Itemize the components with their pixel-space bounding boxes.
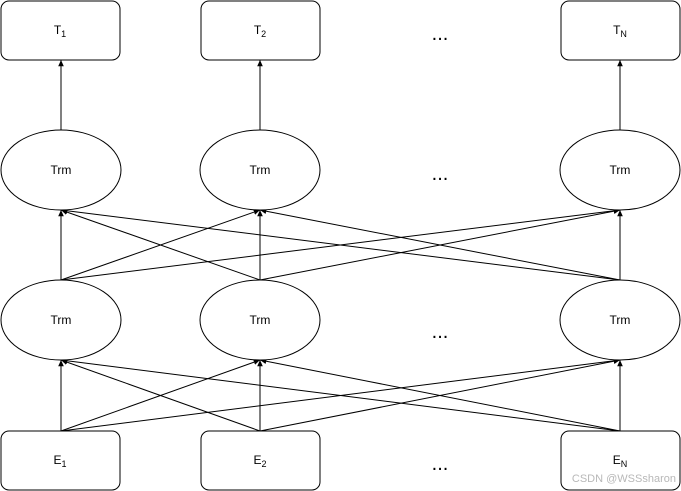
lower-trm-layer: Trm Trm ... Trm <box>0 279 681 361</box>
output-box-tn <box>560 0 681 61</box>
trm-lower-1 <box>0 279 122 361</box>
watermark: CSDN @WSSsharon <box>572 473 676 485</box>
edges-upper-trm-to-outputs <box>58 60 623 130</box>
edge-lowern-upper1 <box>60 208 621 281</box>
trm-lower-n <box>559 279 681 361</box>
output-box-t1 <box>0 0 121 61</box>
edges-embeddings-to-lower-trm <box>58 358 623 432</box>
edges-lower-trm-to-upper-trm <box>58 208 623 281</box>
output-ellipsis: ... <box>432 23 449 45</box>
trm-lower-n-label: Trm <box>610 313 631 327</box>
trm-upper-2-label: Trm <box>250 163 271 177</box>
input-label-en: EN <box>613 453 628 469</box>
input-node-e2: E2 <box>200 430 321 491</box>
output-row: T1 T2 ... TN <box>0 0 681 61</box>
input-label-e1: E1 <box>53 453 66 469</box>
lower-trm-ellipsis: ... <box>432 321 449 343</box>
output-label-t1: T1 <box>54 23 66 39</box>
trm-upper-n <box>559 129 681 211</box>
output-node-t1: T1 <box>0 0 121 61</box>
output-label-t2: T2 <box>254 23 266 39</box>
trm-upper-1 <box>0 129 122 211</box>
edge-lower2-upper1 <box>60 209 261 281</box>
input-node-en: EN <box>560 430 681 491</box>
trm-lower-2 <box>199 279 321 361</box>
upper-trm-ellipsis: ... <box>432 163 449 185</box>
trm-upper-n-label: Trm <box>610 163 631 177</box>
input-box-en <box>560 430 681 491</box>
edge-e2-trm-lower-1 <box>60 359 261 432</box>
input-row: E1 E2 ... EN <box>0 430 681 491</box>
input-node-e1: E1 <box>0 430 121 491</box>
upper-trm-layer: Trm Trm ... Trm <box>0 129 681 211</box>
input-ellipsis: ... <box>432 453 449 475</box>
edge-en-trm-lower-1 <box>60 358 621 432</box>
output-label-tn: TN <box>613 23 627 39</box>
edge-en-trm-lower-2 <box>259 358 621 432</box>
output-node-t2: T2 <box>200 0 321 61</box>
input-label-e2: E2 <box>253 453 266 469</box>
trm-lower-1-label: Trm <box>51 313 72 327</box>
input-box-e1 <box>0 430 121 491</box>
input-box-e2 <box>200 430 321 491</box>
trm-lower-2-label: Trm <box>250 313 271 327</box>
trm-upper-2 <box>199 129 321 211</box>
output-node-tn: TN <box>560 0 681 61</box>
trm-upper-1-label: Trm <box>51 163 72 177</box>
output-box-t2 <box>200 0 321 61</box>
edge-lowern-upper2 <box>259 208 621 281</box>
